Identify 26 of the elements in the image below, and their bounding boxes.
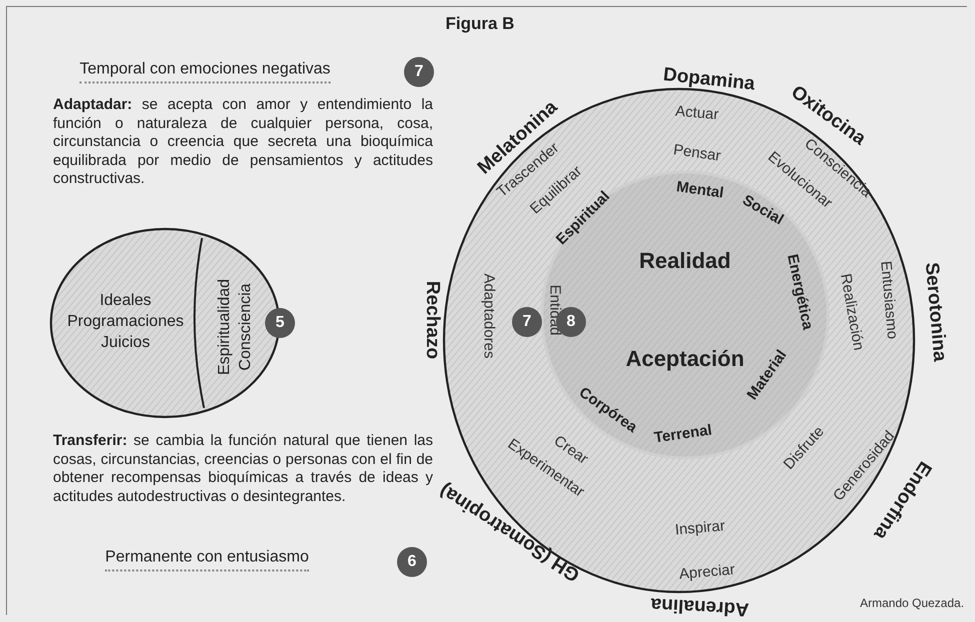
hormone-label: Adrenalina <box>650 592 750 620</box>
activity-label: Pensar <box>672 141 722 165</box>
activity-label: Inspirar <box>674 517 726 539</box>
ellipse-text: Espiritualidad Consciencia <box>215 278 255 378</box>
dimension-label: Terrenal <box>653 422 713 446</box>
heading-text: Temporal con emociones negativas <box>80 60 330 84</box>
dimension-label: Mental <box>675 178 725 202</box>
author-credit: Armando Quezada. <box>860 596 964 610</box>
hormone-label: Dopamina <box>662 64 756 96</box>
description-paragraph: Transferir: se cambia la función natural que tienen las cosas, circunstancias, creencias o personas con el fin de obtener recompensas bioquímicas a través de ideas y actitudes autodestructivas o desintegrantes. <box>53 432 433 506</box>
region-title: Realidad <box>638 248 732 274</box>
activity-label: Realización <box>836 272 868 352</box>
number-badge: 7 <box>404 57 434 87</box>
activity-label: Actuar <box>674 102 720 124</box>
hormone-label: Rechazo <box>421 280 443 360</box>
hormone-label: Serotonina <box>920 262 950 362</box>
number-badge: 6 <box>397 547 427 577</box>
activity-label: Adaptadores <box>480 273 498 359</box>
activity-label: Apreciar <box>678 561 736 583</box>
figure-title: Figura B <box>444 14 516 34</box>
dimension-label: Energética <box>784 252 816 332</box>
heading-text: Permanente con entusiasmo <box>105 548 309 572</box>
number-badge: 5 <box>265 308 295 338</box>
ellipse-text: Ideales Programaciones Juicios <box>66 291 185 353</box>
description-paragraph: Adaptadar: se acepta con amor y entendimiento la función o naturaleza de cualquier persona, cosa, circunstancia o creencia que secreta una bioquímica equilibrada por medio de pensamientos y actitudes constructivas. <box>53 96 433 188</box>
activity-label: Entusiasmo <box>877 260 901 340</box>
